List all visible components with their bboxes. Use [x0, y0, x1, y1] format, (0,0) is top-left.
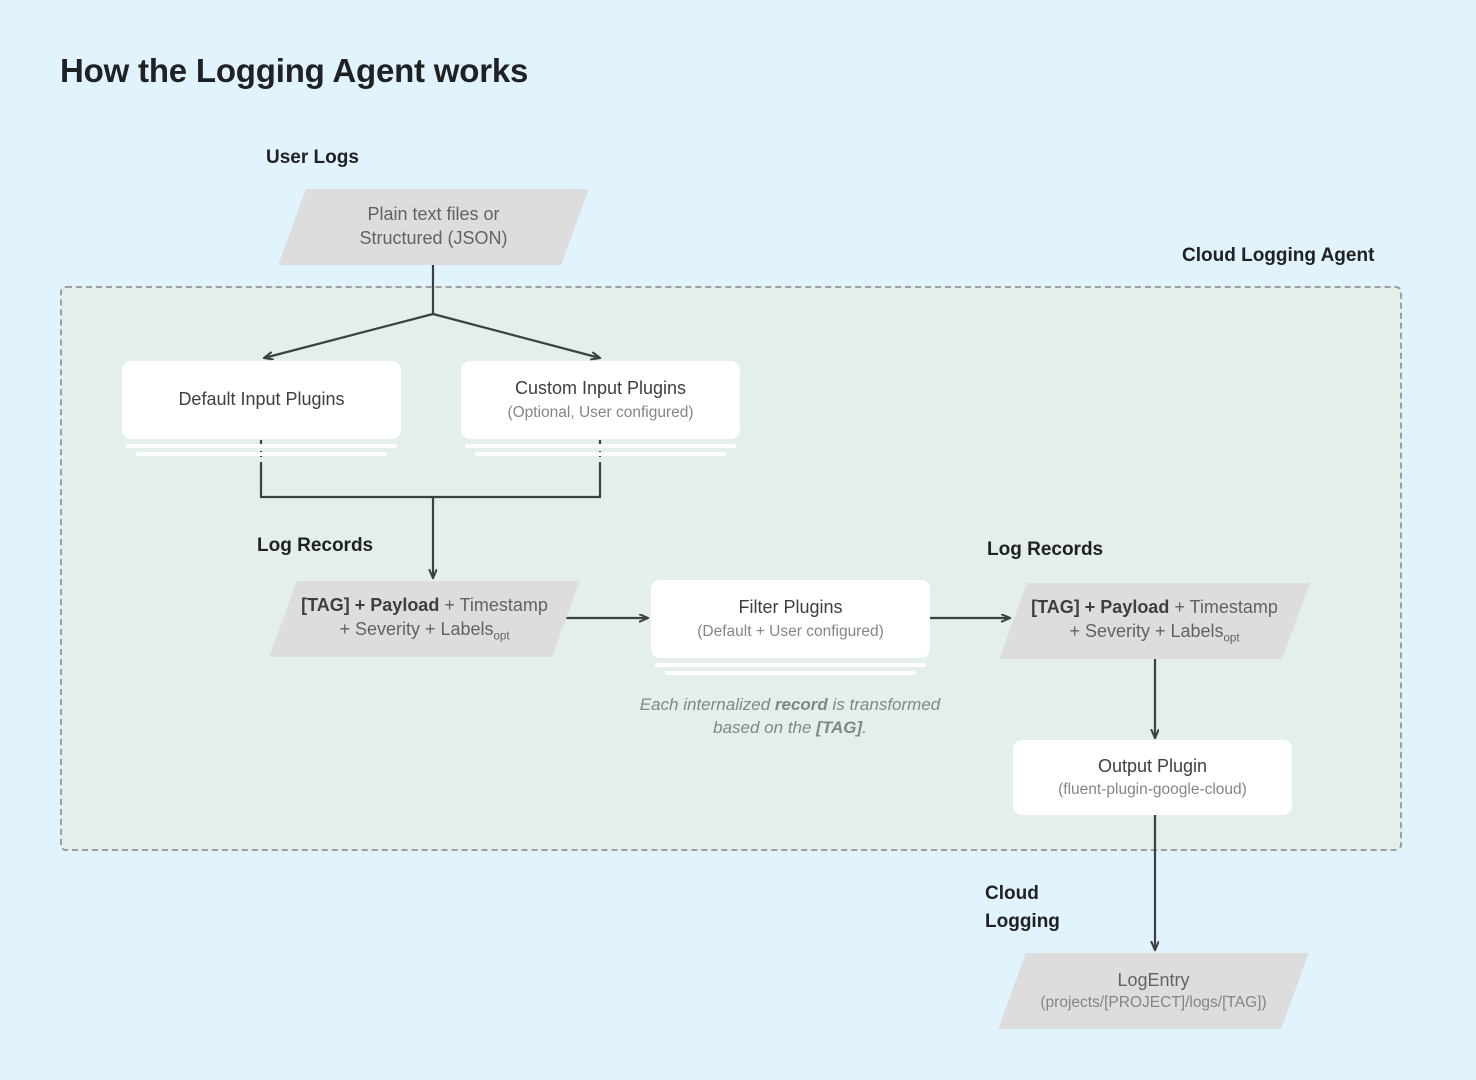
- node-plain-text-line1: Plain text files or: [367, 204, 500, 225]
- node-output-plugin[interactable]: Output Plugin (fluent-plugin-google-clou…: [1013, 740, 1292, 815]
- custom-input-plugins-title: Custom Input Plugins: [514, 378, 687, 399]
- label-user-logs: User Logs: [266, 147, 359, 168]
- log-record-right-label: [TAG] + Payload + Timestamp + Severity +…: [1021, 596, 1288, 647]
- log-record-right-line2: + Severity + Labels: [1069, 620, 1224, 641]
- annotation-part2: is transformed based on the: [713, 695, 941, 738]
- default-input-plugins-title: Default Input Plugins: [178, 389, 345, 410]
- log-record-left-bold: [TAG] + Payload: [301, 594, 440, 615]
- label-log-records-left: Log Records: [257, 535, 374, 556]
- annotation-part1: Each internalized: [639, 695, 775, 714]
- node-plain-text-label: Plain text files or Structured (JSON): [349, 203, 517, 251]
- annotation-part3: .: [862, 718, 867, 738]
- output-plugin-subtitle: (fluent-plugin-google-cloud): [1058, 781, 1247, 799]
- label-cloud-logging-agent: Cloud Logging Agent: [1182, 245, 1375, 266]
- node-plain-text-files: Plain text files or Structured (JSON): [278, 189, 589, 265]
- log-entry-title: LogEntry: [1117, 969, 1190, 990]
- node-default-input-plugins[interactable]: Default Input Plugins: [122, 361, 401, 456]
- filter-plugins-subtitle: (Default + User configured): [697, 622, 884, 640]
- log-record-left-subscript: opt: [493, 630, 510, 643]
- custom-input-plugins-subtitle: (Optional, User configured): [507, 403, 694, 421]
- filter-annotation: Each internalized record is transformed …: [630, 693, 950, 739]
- node-log-record-right: [TAG] + Payload + Timestamp + Severity +…: [999, 583, 1310, 659]
- node-custom-input-plugins[interactable]: Custom Input Plugins (Optional, User con…: [461, 361, 740, 456]
- annotation-bold-tag: [TAG]: [816, 718, 863, 738]
- log-entry-label: LogEntry (projects/[PROJECT]/logs/[TAG]): [1030, 969, 1276, 1014]
- node-log-entry: LogEntry (projects/[PROJECT]/logs/[TAG]): [998, 953, 1309, 1029]
- page-title: How the Logging Agent works: [60, 52, 529, 89]
- log-record-left-line2: + Severity + Labels: [339, 618, 494, 639]
- node-log-record-left: [TAG] + Payload + Timestamp + Severity +…: [269, 581, 580, 657]
- node-plain-text-line2: Structured (JSON): [359, 228, 508, 248]
- node-filter-plugins[interactable]: Filter Plugins (Default + User configure…: [651, 580, 930, 675]
- filter-plugins-title: Filter Plugins: [738, 597, 843, 618]
- log-record-left-rest: + Timestamp: [439, 594, 548, 615]
- label-log-records-right: Log Records: [987, 539, 1104, 560]
- log-record-right-rest: + Timestamp: [1169, 596, 1278, 617]
- log-record-right-bold: [TAG] + Payload: [1031, 596, 1170, 617]
- output-plugin-title: Output Plugin: [1097, 755, 1208, 776]
- annotation-bold-record: record: [774, 695, 828, 714]
- log-entry-subtitle: (projects/[PROJECT]/logs/[TAG]): [1040, 993, 1267, 1011]
- label-cloud-logging: Cloud Logging: [985, 883, 1060, 932]
- log-record-left-label: [TAG] + Payload + Timestamp + Severity +…: [291, 594, 558, 645]
- log-record-right-subscript: opt: [1223, 632, 1240, 645]
